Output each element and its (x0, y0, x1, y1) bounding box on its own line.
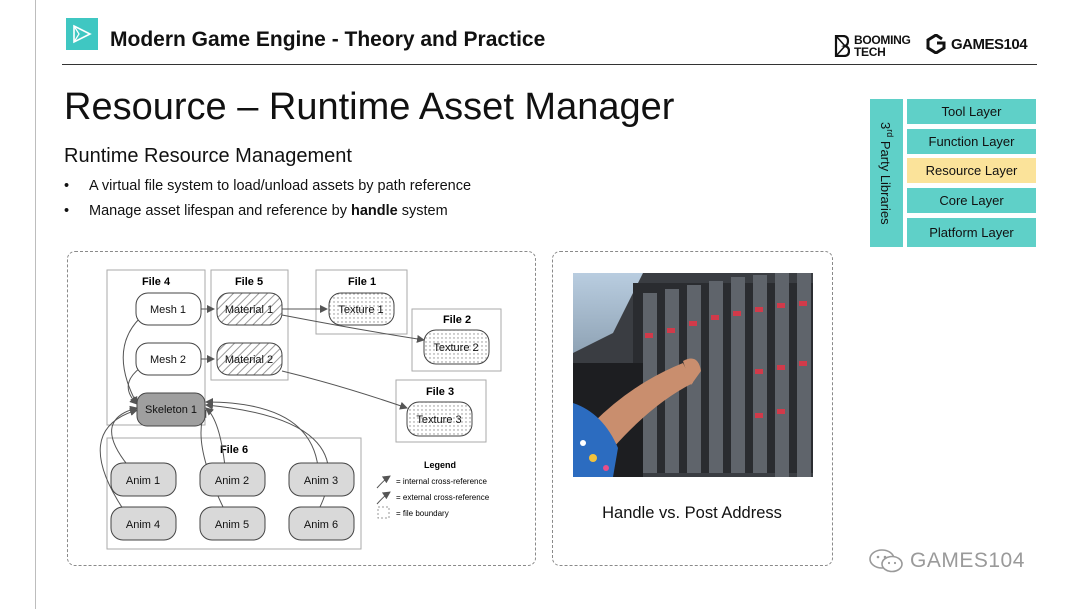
footer-watermark-text: GAMES104 (910, 549, 1025, 572)
anim4-label: Anim 4 (126, 519, 160, 531)
photo-caption: Handle vs. Post Address (602, 504, 782, 522)
mesh1-label: Mesh 1 (150, 304, 186, 316)
mesh2-node (135, 342, 202, 376)
legend-internal: = internal cross-reference (396, 477, 487, 486)
anim6-label: Anim 6 (304, 519, 338, 531)
legend-external-arrow-icon (376, 491, 391, 505)
anim6-node (288, 506, 355, 541)
games-g-icon (926, 34, 946, 54)
file1-boundary (315, 269, 408, 335)
brand-booming-top: BOOMING (854, 33, 911, 47)
photo-panel (552, 251, 833, 566)
file5-label: File 5 (235, 276, 263, 288)
diagram-legend: Legend = internal cross-reference = exte… (376, 460, 490, 519)
brand-games: GAMES104 (951, 35, 1028, 53)
games104-logo: GAMES104 (926, 34, 1028, 54)
slide-subtitle: Runtime Resource Management (64, 145, 352, 167)
anim1-label: Anim 1 (126, 475, 160, 487)
legend-internal-arrow-icon (376, 475, 391, 489)
bullet-glyph: • (64, 203, 70, 219)
skeleton1-node (136, 392, 206, 427)
file1-label: File 1 (348, 276, 376, 288)
texture2-label: Texture 2 (433, 342, 478, 354)
third-party-label: 3rd Party Libraries (877, 121, 896, 225)
anim5-node (199, 506, 266, 541)
material1-node (216, 292, 283, 326)
texture1-node (328, 292, 395, 326)
left-margin-rule (35, 0, 36, 609)
bullet-item: •Manage asset lifespan and reference by … (64, 201, 471, 226)
footer-watermark: GAMES104 (868, 548, 1025, 574)
course-title: Modern Game Engine - Theory and Practice (110, 28, 546, 51)
file6-label: File 6 (220, 444, 248, 456)
skeleton1-label: Skeleton 1 (145, 404, 197, 416)
bullet-item: • A virtual file system to load/unload as… (64, 176, 471, 201)
bullet-text-before: Manage asset lifespan and reference by (89, 203, 351, 219)
third-party-libraries-bar: 3rd Party Libraries (870, 99, 903, 247)
texture3-label: Texture 3 (416, 414, 461, 426)
bullet-glyph: • (64, 178, 70, 194)
booming-b-icon (834, 35, 850, 57)
anim4-node (110, 506, 177, 541)
texture2-node (423, 329, 490, 365)
legend-boundary-icon (377, 506, 390, 519)
anim2-label: Anim 2 (215, 475, 249, 487)
file3-label: File 3 (426, 386, 454, 398)
bullet-text-after: system (397, 203, 448, 219)
texture1-label: Texture 1 (338, 304, 383, 316)
file2-label: File 2 (443, 314, 471, 326)
diagram-panel (67, 251, 536, 566)
anim2-node (199, 462, 266, 497)
legend-boundary: = file boundary (396, 509, 449, 518)
course-logo-icon (66, 18, 98, 50)
booming-tech-logo: BOOMING TECH (834, 33, 911, 59)
file2-boundary (411, 308, 502, 372)
layer-core: Core Layer (907, 188, 1036, 213)
anim5-label: Anim 5 (215, 519, 249, 531)
layer-platform: Platform Layer (907, 218, 1036, 247)
bullet-list: • A virtual file system to load/unload as… (64, 176, 471, 226)
header-rule (62, 64, 1037, 65)
anim1-node (110, 462, 177, 497)
layer-tool: Tool Layer (907, 99, 1036, 124)
slide-title: Resource – Runtime Asset Manager (64, 86, 675, 128)
layer-resource: Resource Layer (907, 158, 1036, 183)
material2-label: Material 2 (225, 354, 273, 366)
mesh1-node (135, 292, 202, 326)
texture3-node (406, 401, 473, 437)
bullet-text-bold: handle (350, 203, 398, 219)
file4-label: File 4 (142, 276, 171, 288)
file5-boundary (210, 269, 289, 381)
wechat-icon (869, 549, 903, 573)
mesh2-label: Mesh 2 (150, 354, 186, 366)
anim3-node (288, 462, 355, 497)
layer-function: Function Layer (907, 129, 1036, 154)
anim3-label: Anim 3 (304, 475, 338, 487)
legend-title: Legend (424, 460, 456, 470)
file3-boundary (395, 379, 487, 443)
bullet-text: A virtual file system to load/unload ass… (89, 178, 472, 194)
legend-external: = external cross-reference (396, 493, 490, 502)
file6-boundary (106, 437, 362, 550)
post-office-boxes-photo (573, 273, 813, 477)
material2-node (216, 342, 283, 376)
engine-layer-stack: 3rd Party Libraries Tool Layer Function … (870, 99, 1037, 247)
material1-label: Material 1 (225, 304, 273, 316)
brand-booming-bottom: TECH (854, 45, 886, 59)
